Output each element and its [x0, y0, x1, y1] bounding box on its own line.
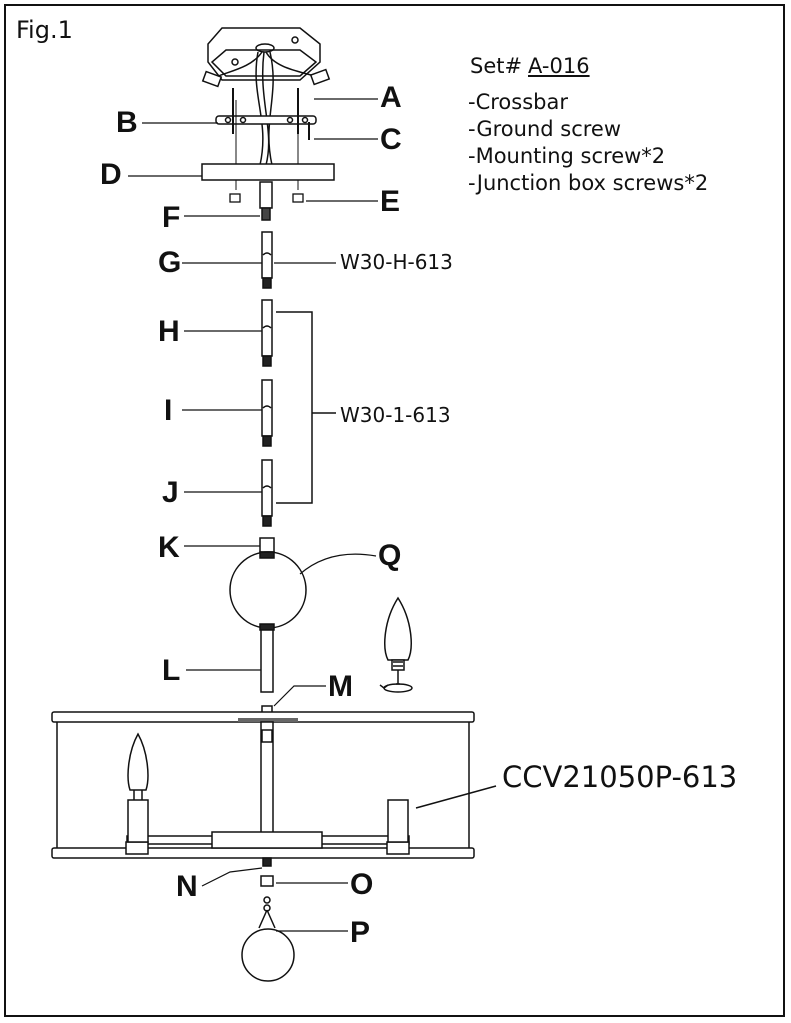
- candle-socket-right: [387, 799, 409, 843]
- finial-n-o: [260, 857, 274, 887]
- bulb-icon: [384, 596, 412, 685]
- label-l: L: [162, 654, 181, 687]
- figure-frame: [4, 4, 785, 1017]
- label-b: B: [116, 106, 138, 139]
- rotate-arrow-icon: [379, 683, 413, 693]
- label-g: G: [158, 246, 182, 279]
- label-n: N: [176, 870, 198, 903]
- leader-lines: [128, 98, 378, 932]
- rod-g: [261, 231, 273, 289]
- fixture-model-code: CCV21050P-613: [502, 760, 738, 794]
- set-prefix: Set#: [470, 54, 523, 78]
- label-p: P: [350, 916, 371, 949]
- figure-label: Fig.1: [16, 16, 73, 44]
- pendant-ball-p: [241, 896, 295, 982]
- rod-l: [260, 627, 274, 693]
- crossbar: [215, 115, 317, 125]
- long-rods-code: W30-1-613: [340, 403, 451, 427]
- rod-j: [261, 459, 273, 527]
- set-code: A-016: [528, 54, 590, 78]
- kit-item-ground-screw: -Ground screw: [468, 117, 622, 141]
- label-e: E: [380, 185, 401, 218]
- connector-f: [259, 181, 273, 221]
- label-m: M: [328, 670, 353, 703]
- label-o: O: [350, 868, 374, 901]
- kit-item-mounting-screw: -Mounting screw*2: [468, 144, 666, 168]
- label-h: H: [158, 315, 180, 348]
- canopy-cover: [201, 163, 335, 181]
- coupling-k: [259, 537, 275, 553]
- label-k: K: [158, 531, 180, 564]
- label-q: Q: [378, 539, 402, 572]
- short-rod-code: W30-H-613: [340, 250, 453, 274]
- model-leader: [415, 785, 497, 809]
- label-j: J: [162, 476, 179, 509]
- rod-group-bracket: [276, 311, 313, 504]
- rod-i: [261, 379, 273, 447]
- label-c: C: [380, 123, 402, 156]
- label-d: D: [100, 158, 122, 191]
- arms: [125, 831, 410, 855]
- candle-socket-left: [127, 732, 149, 843]
- kit-item-crossbar: -Crossbar: [468, 90, 568, 114]
- label-i: I: [164, 394, 173, 427]
- kit-item-junction-box-screws: -Junction box screws*2: [468, 171, 709, 195]
- globe-q: [229, 551, 307, 629]
- label-f: F: [162, 201, 181, 234]
- label-a: A: [380, 81, 402, 114]
- rod-h: [261, 299, 273, 367]
- drum-frame: [51, 711, 475, 859]
- wires: [201, 51, 331, 166]
